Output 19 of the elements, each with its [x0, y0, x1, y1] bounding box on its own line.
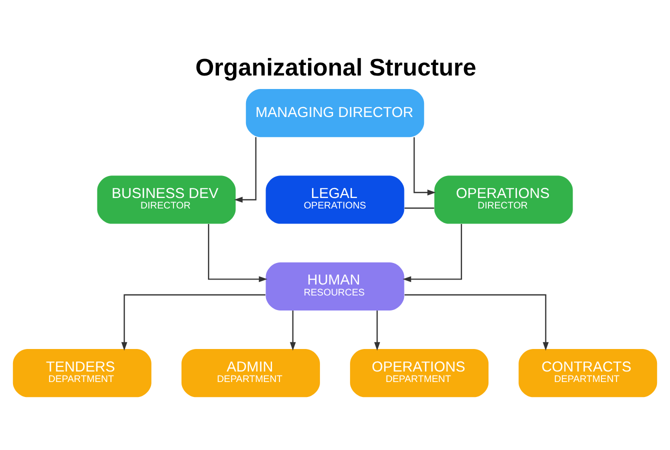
arrow	[402, 224, 462, 282]
arrow	[404, 294, 549, 351]
arrow	[414, 137, 436, 196]
node-box: MANAGING DIRECTOR	[246, 88, 424, 138]
arrow	[208, 224, 268, 282]
arrow	[374, 310, 380, 351]
arrow	[121, 294, 266, 351]
node-box: TENDERS DEPARTMENT	[12, 349, 152, 398]
node-box: LEGAL OPERATIONS	[266, 176, 404, 224]
arrow	[290, 310, 296, 351]
node-box: BUSINESS DEV DIRECTOR	[97, 176, 236, 224]
node-box: CONTRACTS DEPARTMENT	[518, 349, 658, 398]
node-box: HUMAN RESOURCES	[266, 262, 404, 310]
node-box: OPERATIONS DEPARTMENT	[350, 349, 489, 398]
node-box: ADMIN DEPARTMENT	[181, 349, 320, 398]
arrow	[234, 137, 256, 203]
node-box: OPERATIONS DIRECTOR	[434, 176, 573, 224]
diagram-title: Organizational Structure	[195, 54, 476, 82]
connector	[404, 208, 434, 209]
